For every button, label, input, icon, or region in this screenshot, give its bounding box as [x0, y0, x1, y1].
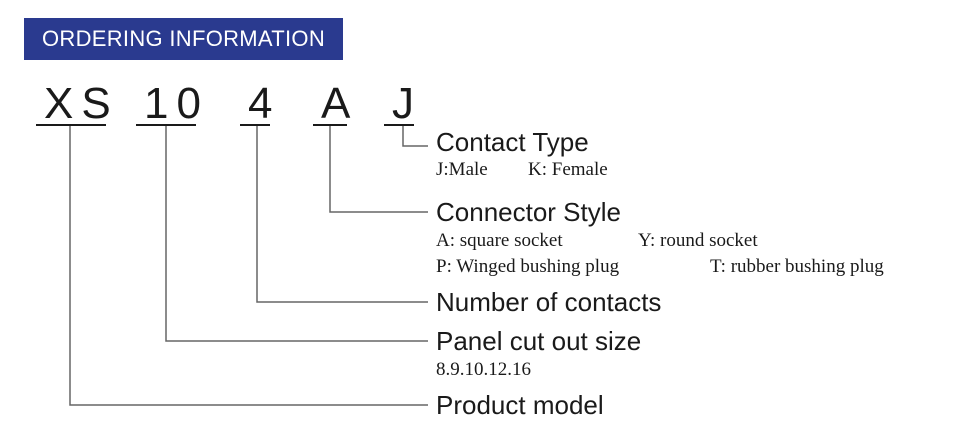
connector-style-label: Connector Style	[436, 197, 621, 227]
code-segment-panel-size-underline	[136, 124, 196, 126]
leader-line-panel-size	[165, 126, 428, 342]
connector-style-option-winged: P: Winged bushing plug	[436, 256, 620, 277]
connector-style-option-square: A: square socket	[436, 230, 563, 251]
code-segment-contacts-underline	[240, 124, 270, 126]
leader-line-product-model	[69, 126, 428, 406]
code-segment-contact-type: J	[392, 79, 422, 128]
code-segment-connector-style: A	[321, 79, 359, 128]
connector-style-option-round: Y: round socket	[638, 230, 758, 251]
contact-type-option-male: J:Male	[436, 159, 488, 180]
product-model-label: Product model	[436, 390, 604, 420]
panel-cut-out-size-label: Panel cut out size	[436, 326, 642, 356]
connector-style-option-rubber: T: rubber bushing plug	[710, 256, 884, 277]
contact-type-label: Contact Type	[436, 127, 589, 157]
leader-line-contact-type	[402, 126, 428, 147]
contact-type-option-female: K: Female	[528, 159, 608, 180]
panel-cut-out-size-values: 8.9.10.12.16	[436, 359, 531, 380]
number-of-contacts-label: Number of contacts	[436, 287, 662, 317]
code-segment-product-model-underline	[36, 124, 106, 126]
code-segment-contacts: 4	[248, 79, 281, 128]
code-segment-product-model: XS	[44, 79, 119, 128]
code-segment-panel-size: 10	[144, 79, 209, 128]
ordering-information-banner: ORDERING INFORMATION	[24, 18, 343, 60]
code-segment-contact-type-underline	[384, 124, 414, 126]
code-segment-connector-style-underline	[313, 124, 347, 126]
leader-line-number-of-contacts	[256, 126, 428, 303]
leader-line-connector-style	[329, 126, 428, 213]
